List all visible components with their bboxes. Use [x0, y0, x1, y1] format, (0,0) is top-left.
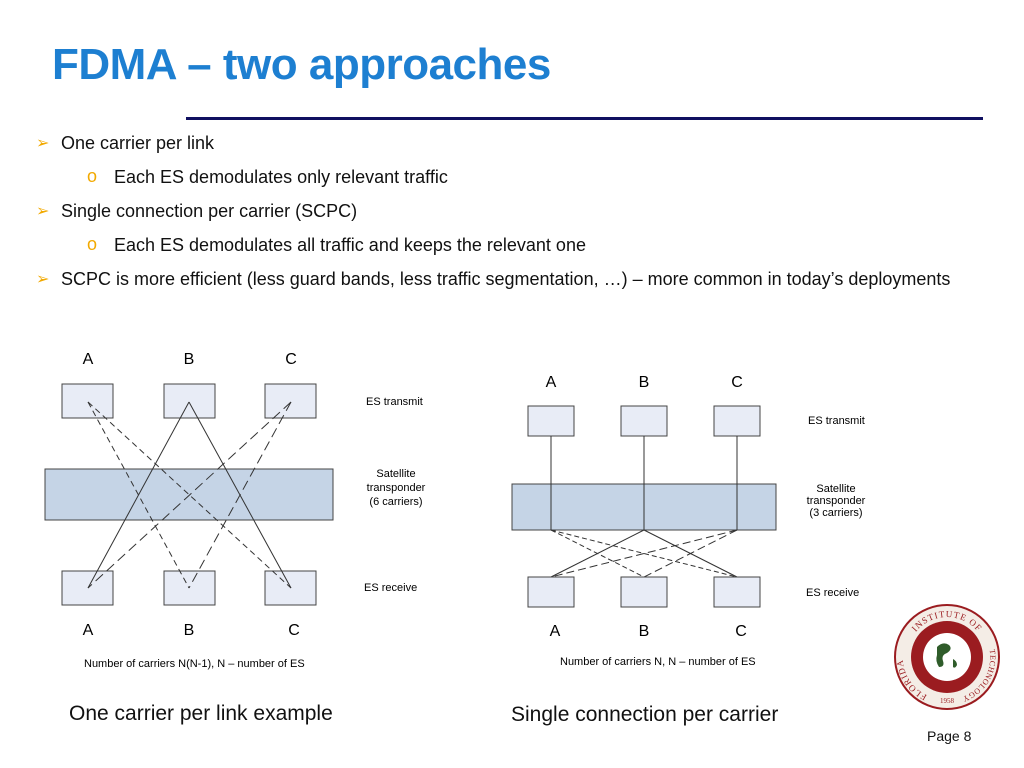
right-top-label-c: C: [731, 374, 743, 391]
left-tx-box-c: [264, 383, 317, 419]
right-carrier-lines: [550, 436, 738, 578]
carrier-line: [188, 401, 292, 589]
left-rx-box-a: [61, 570, 114, 606]
left-diagram-caption: One carrier per link example: [69, 702, 333, 725]
right-bottom-label-c: C: [735, 623, 747, 640]
left-top-label-c: C: [285, 351, 297, 368]
carrier-line: [550, 529, 738, 578]
left-bottom-label-c: C: [288, 622, 300, 639]
left-carrier-lines: [87, 401, 292, 589]
carrier-line: [550, 529, 645, 578]
arrow-bullet-icon: ➢: [36, 203, 50, 220]
seal-year: 1958: [940, 697, 955, 705]
bullet-item: ➢ SCPC is more efficient (less guard ban…: [36, 268, 996, 291]
left-transponder-label-1: Satellite: [376, 468, 415, 480]
left-transponder-label-2: transponder: [367, 482, 426, 494]
left-es-transmit-label: ES transmit: [366, 396, 423, 408]
circle-bullet-icon: o: [87, 166, 98, 186]
slide-title: FDMA – two approaches: [52, 40, 551, 89]
right-bottom-label-a: A: [550, 623, 561, 640]
right-tx-box-c: [713, 405, 761, 437]
bullet-list: ➢ One carrier per link o Each ES demodul…: [36, 132, 996, 302]
arrow-bullet-icon: ➢: [36, 135, 50, 152]
sub-bullet-item: o Each ES demodulates all traffic and ke…: [36, 234, 996, 257]
bullet-text: SCPC is more efficient (less guard bands…: [61, 269, 951, 289]
sub-bullet-item: o Each ES demodulates only relevant traf…: [36, 166, 996, 189]
right-rx-box-a: [527, 576, 575, 608]
bullet-text: Single connection per carrier (SCPC): [61, 201, 358, 221]
bullet-item: ➢ One carrier per link: [36, 132, 996, 155]
bullet-item: ➢ Single connection per carrier (SCPC): [36, 200, 996, 223]
carrier-line: [87, 401, 190, 589]
right-bottom-label-b: B: [639, 623, 650, 640]
circle-bullet-icon: o: [87, 234, 98, 254]
right-rx-box-b: [620, 576, 668, 608]
page-number: Page 8: [927, 728, 972, 744]
carrier-line: [87, 401, 292, 589]
right-diagram-caption: Single connection per carrier: [511, 703, 779, 726]
right-transponder-label-2: transponder: [807, 495, 866, 507]
right-tx-box-b: [620, 405, 668, 437]
bullet-text: One carrier per link: [61, 133, 215, 153]
left-carrier-count-note: Number of carriers N(N-1), N – number of…: [84, 658, 305, 670]
left-top-label-a: A: [83, 351, 94, 368]
right-es-transmit-label: ES transmit: [808, 415, 865, 427]
left-tx-box-a: [61, 383, 114, 419]
left-bottom-label-b: B: [184, 622, 195, 639]
bullet-text: Each ES demodulates all traffic and keep…: [114, 235, 586, 255]
right-es-receive-label: ES receive: [806, 587, 859, 599]
bullet-text: Each ES demodulates only relevant traffi…: [114, 167, 448, 187]
right-top-label-a: A: [546, 374, 557, 391]
right-transponder-label-3: (3 carriers): [809, 507, 862, 519]
carrier-line: [643, 529, 738, 578]
left-top-label-b: B: [184, 351, 195, 368]
right-carrier-count-note: Number of carriers N, N – number of ES: [560, 656, 756, 668]
right-tx-box-a: [527, 405, 575, 437]
left-transponder-label-3: (6 carriers): [369, 496, 422, 508]
right-transponder-label-1: Satellite: [816, 483, 855, 495]
right-rx-box-c: [713, 576, 761, 608]
left-bottom-label-a: A: [83, 622, 94, 639]
left-diagram: A B C A B C ES transmit Satellite transp…: [44, 351, 426, 670]
arrow-bullet-icon: ➢: [36, 271, 50, 288]
title-rule: [186, 117, 983, 120]
left-es-receive-label: ES receive: [364, 582, 417, 594]
left-transponder: [44, 468, 334, 521]
right-diagram: A B C A B C ES transmit Satellite transp…: [511, 374, 866, 668]
carrier-line: [87, 401, 292, 589]
florida-tech-seal-logo: INSTITUTE OF FLORIDA TECHNOLOGY 1958: [894, 604, 1000, 710]
right-top-label-b: B: [639, 374, 650, 391]
left-tx-box-b: [163, 383, 216, 419]
